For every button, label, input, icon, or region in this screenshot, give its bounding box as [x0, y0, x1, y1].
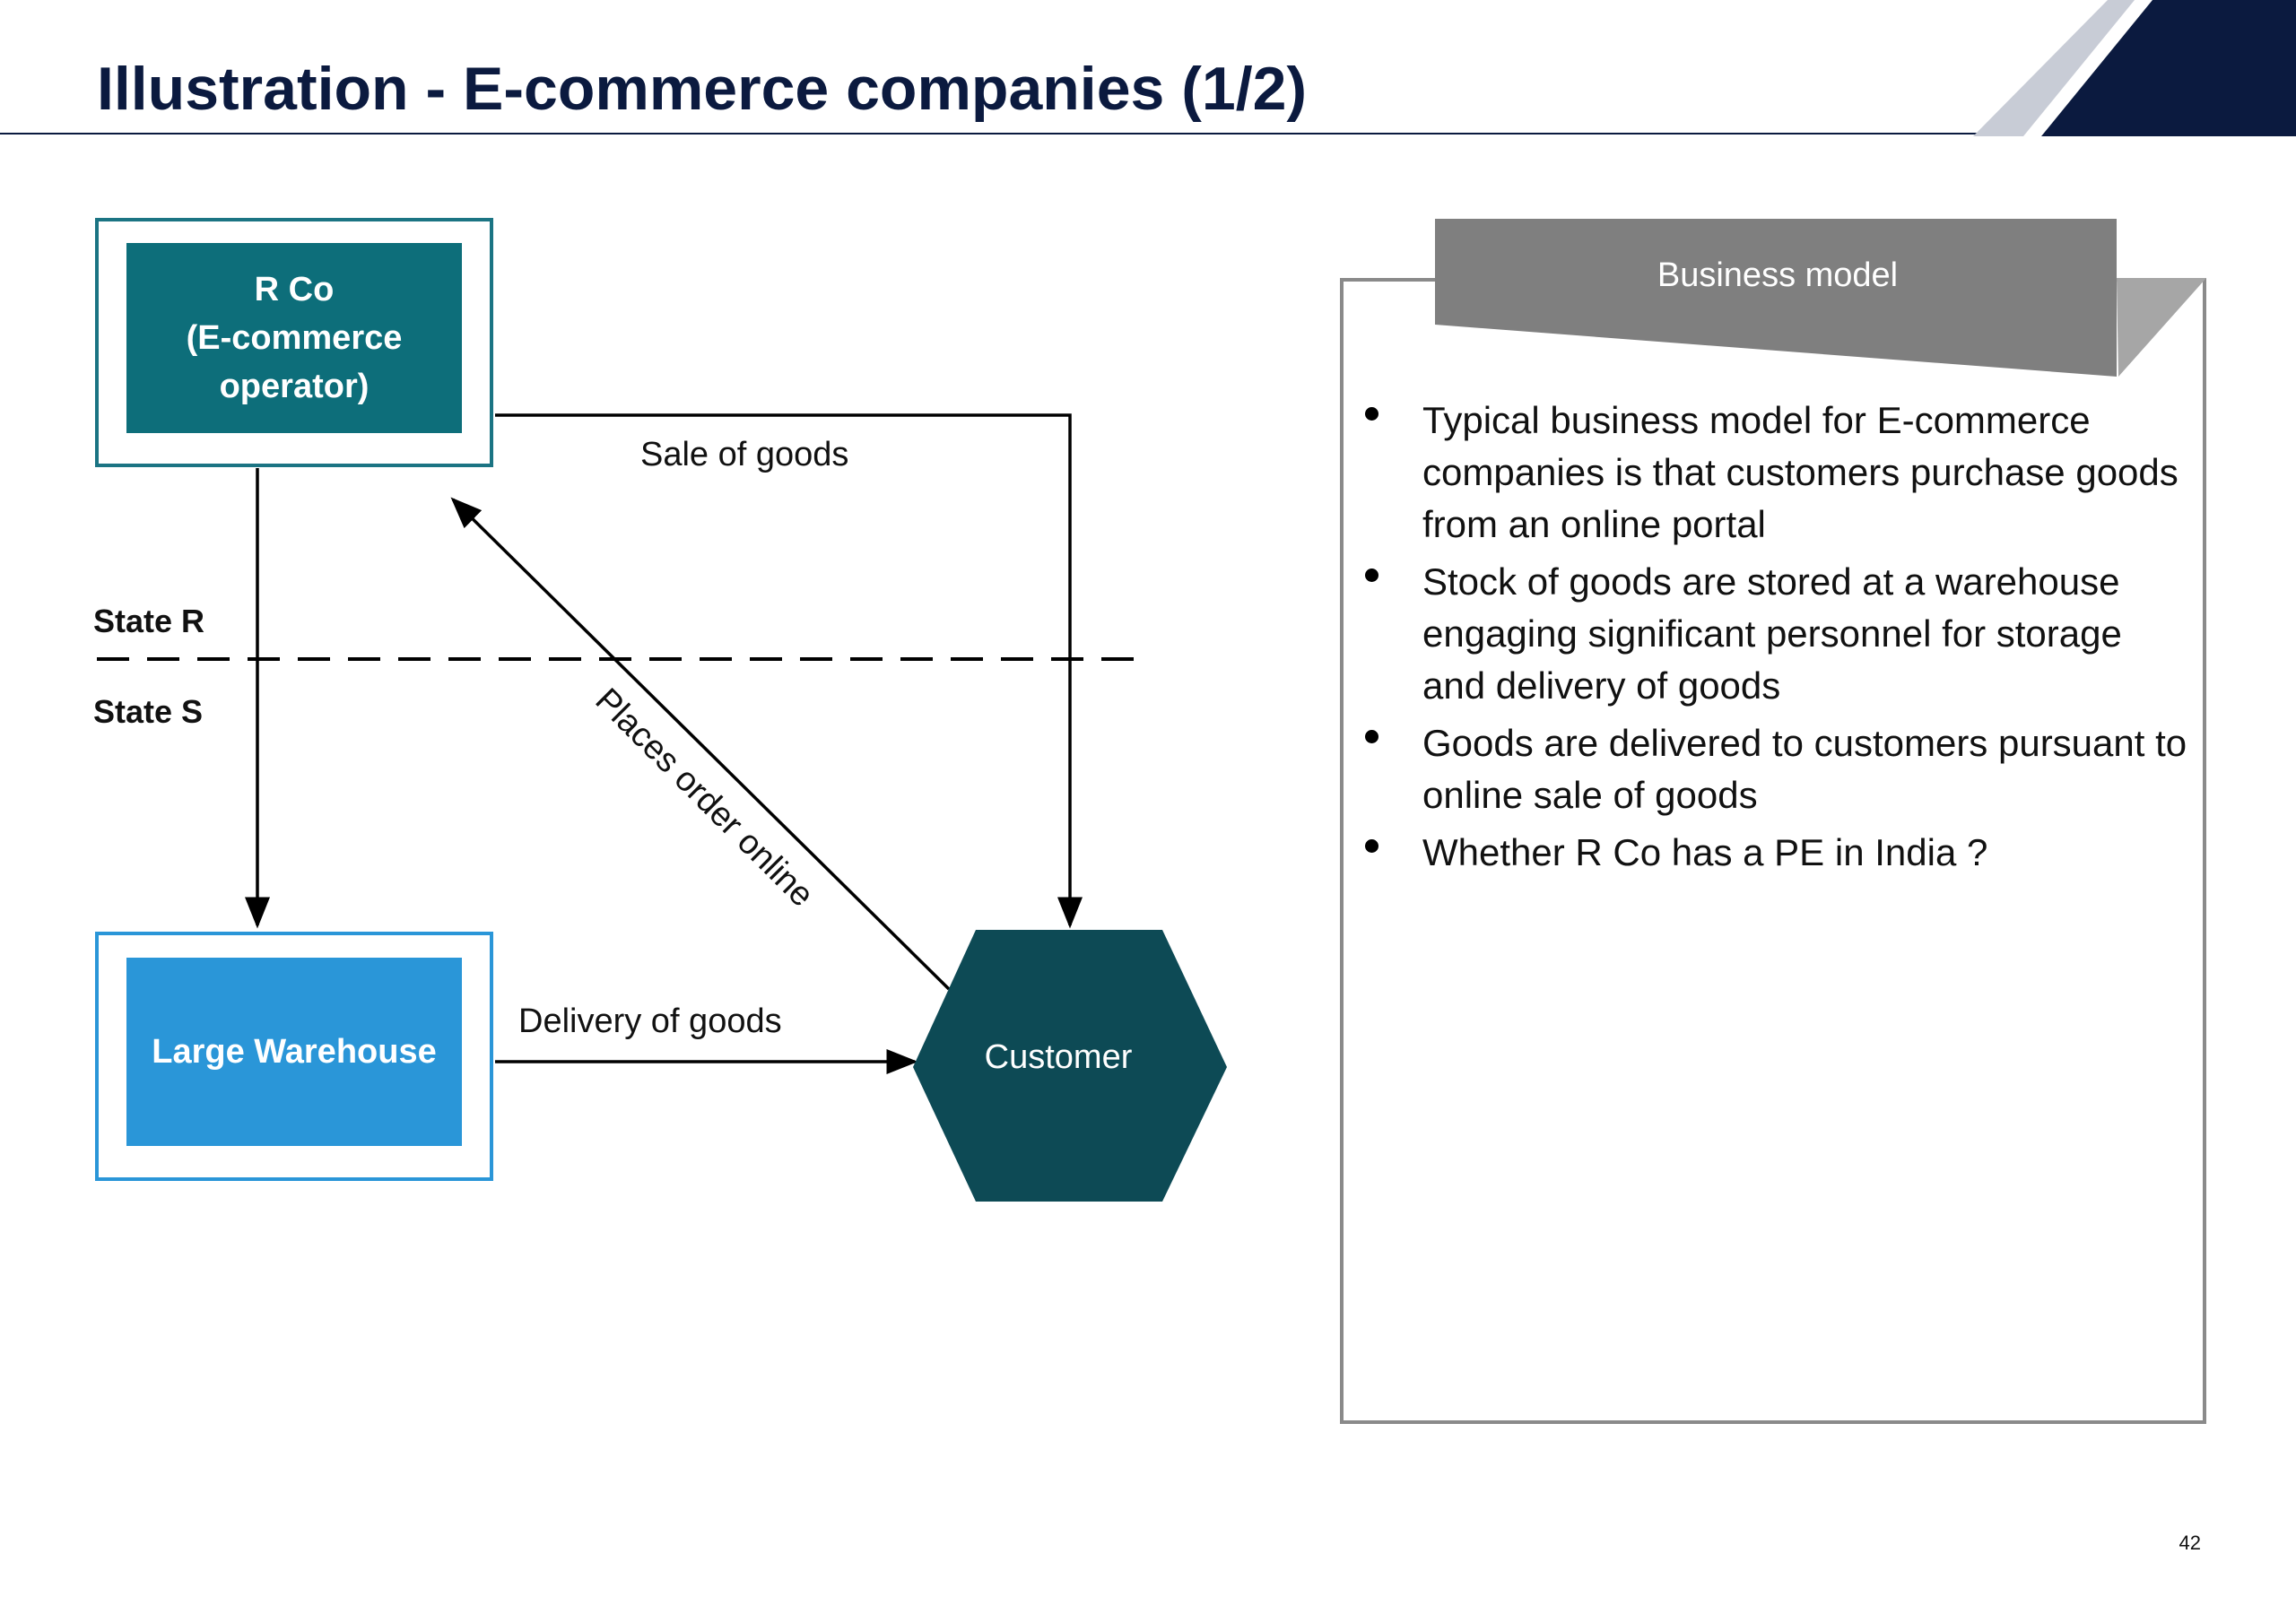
corner-decoration	[1973, 0, 2296, 136]
rco-line-2: (E-commerce	[186, 319, 403, 357]
panel-header: Business model	[1657, 256, 1899, 294]
warehouse-label: Large Warehouse	[126, 958, 462, 1146]
bullet-icon	[1365, 839, 1378, 853]
sale-of-goods-label: Sale of goods	[640, 436, 849, 473]
list-item: Whether R Co has a PE in India ?	[1363, 827, 2188, 879]
state-s-label: State S	[93, 693, 204, 730]
bullet-icon	[1365, 730, 1378, 743]
rco-line-1: R Co	[254, 271, 335, 308]
bullet-icon	[1365, 407, 1378, 421]
panel-header-ribbon	[1435, 219, 2206, 377]
sale-of-goods-arrow	[495, 413, 1083, 929]
title-divider	[0, 133, 2018, 135]
bullet-icon	[1365, 568, 1378, 582]
page-title: Illustration - E-commerce companies (1/2…	[97, 55, 1308, 123]
state-r-label: State R	[93, 603, 205, 639]
page-number: 42	[2179, 1532, 2201, 1554]
list-item: Stock of goods are stored at a warehouse…	[1363, 556, 2188, 712]
rco-label: R Co (E-commerce operator)	[126, 243, 462, 433]
rco-line-3: operator)	[219, 368, 370, 405]
customer-label: Customer	[984, 1038, 1133, 1076]
delivery-of-goods-label: Delivery of goods	[518, 1002, 782, 1040]
business-model-list: Typical business model for E-commerce co…	[1363, 395, 2188, 884]
list-item: Typical business model for E-commerce co…	[1363, 395, 2188, 551]
places-order-arrow	[450, 497, 951, 991]
customer-hexagon	[913, 930, 1227, 1202]
list-item: Goods are delivered to customers pursuan…	[1363, 717, 2188, 821]
diagram-connectors	[97, 413, 1150, 1074]
